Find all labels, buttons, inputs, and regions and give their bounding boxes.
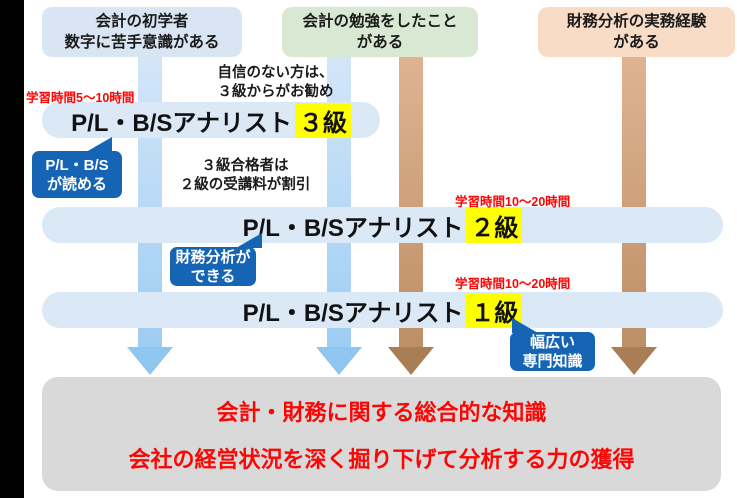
header-beginner: 会計の初学者 数字に苦手意識がある (42, 7, 242, 57)
header-experienced-line2: がある (613, 34, 660, 51)
bar-grade1-label: P/L・B/Sアナリスト (242, 299, 464, 327)
note-discount-line1: ３級合格者は (201, 158, 289, 174)
callout-tail-icon (512, 318, 538, 333)
arrow-head (388, 347, 434, 375)
bar-grade2-grade-highlight: ２級 (466, 207, 523, 243)
header-studied-line1: 会計の勉強をしたこと (302, 13, 458, 30)
callout-read-plbs-line1: P/L・B/S (45, 156, 109, 174)
note-recommend: 自信のない方は、 ３級からがお勧め (198, 64, 353, 102)
callout-broad-knowledge: 幅広い 専門知識 (508, 318, 597, 373)
bar-grade2-label: P/L・B/Sアナリスト (242, 214, 464, 242)
callout-read-plbs: P/L・B/S が読める (30, 137, 124, 200)
arrow-head (316, 347, 362, 375)
note-discount: ３級合格者は ２級の受講料が割引 (165, 157, 325, 195)
header-experienced: 財務分析の実務経験 がある (538, 7, 735, 57)
callout-read-plbs-line2: が読める (46, 175, 107, 193)
callout-tail-icon (236, 233, 262, 248)
header-experienced-line1: 財務分析の実務経験 (566, 13, 707, 30)
goal-box: 会計・財務に関する総合的な知識 会社の経営状況を深く掘り下げて分析する力の獲得 (42, 377, 721, 491)
header-beginner-line1: 会計の初学者 (95, 13, 189, 30)
callout-tail-icon (86, 137, 112, 152)
callout-financial-analysis-line2: できる (190, 267, 236, 285)
bar-grade3-grade-highlight: ３級 (294, 102, 351, 138)
arrow-head (127, 347, 173, 375)
goal-line1: 会計・財務に関する総合的な知識 (216, 399, 547, 425)
note-discount-line2: ２級の受講料が割引 (179, 177, 311, 193)
left-black-margin (0, 0, 24, 498)
study-time-grade3: 学習時間5～10時間 (26, 91, 135, 105)
bar-grade3-label: P/L・B/Sアナリスト (71, 109, 292, 137)
study-time-grade1: 学習時間10～20時間 (455, 277, 571, 291)
note-recommend-line2: ３級からがお勧め (217, 84, 334, 100)
callout-financial-analysis-line1: 財務分析が (175, 248, 251, 266)
header-beginner-line2: 数字に苦手意識がある (64, 34, 220, 51)
header-studied: 会計の勉強をしたこと がある (282, 7, 478, 57)
arrow-head (611, 347, 657, 375)
header-studied-line2: がある (356, 34, 404, 51)
goal-line2: 会社の経営状況を深く掘り下げて分析する力の獲得 (128, 446, 635, 472)
callout-broad-knowledge-line1: 幅広い (529, 333, 575, 351)
callout-broad-knowledge-line2: 専門知識 (522, 352, 583, 370)
callout-financial-analysis: 財務分析が できる (168, 233, 262, 288)
note-recommend-line1: 自信のない方は、 (217, 65, 334, 81)
study-time-grade2: 学習時間10～20時間 (455, 195, 571, 209)
